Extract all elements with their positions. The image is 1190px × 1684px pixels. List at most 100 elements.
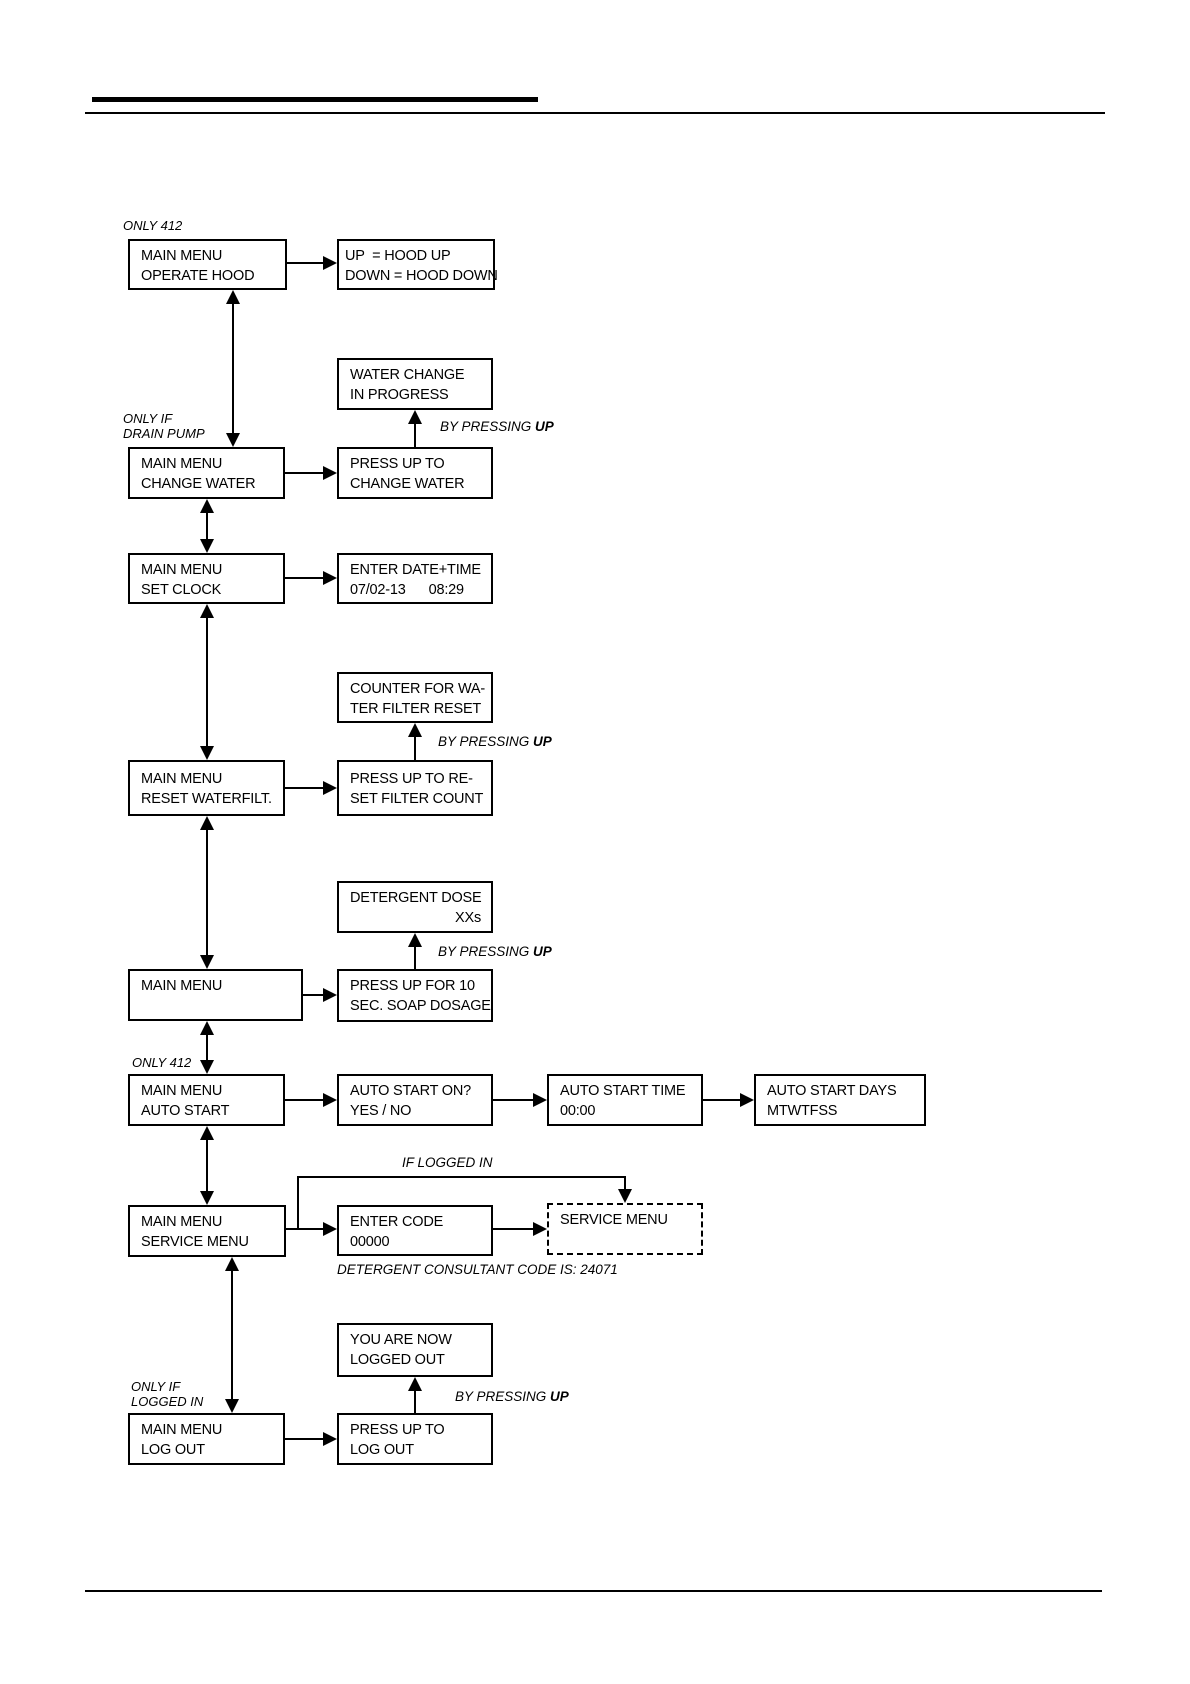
scroll-arrow-1-down-head bbox=[226, 433, 240, 447]
arrow-service-menu-1-head bbox=[323, 1222, 337, 1236]
box-hood-up-down-display: UP = HOOD UP DOWN = HOOD DOWN bbox=[337, 239, 498, 290]
box-line: RESET WATERFILT. bbox=[141, 791, 272, 807]
scroll-arrow-1-line bbox=[232, 302, 234, 435]
scroll-arrow-4-down-head bbox=[200, 955, 214, 969]
arrow-operate-hood-line bbox=[287, 262, 323, 264]
bypass-arrow-head bbox=[618, 1189, 632, 1203]
box-line: ENTER DATE+TIME bbox=[350, 562, 481, 578]
label-by-pressing-up-4: BY PRESSING UP bbox=[455, 1389, 569, 1405]
box-line: MAIN MENU bbox=[141, 1214, 223, 1230]
scroll-arrow-6-down-head bbox=[200, 1191, 214, 1205]
footer-rule bbox=[85, 1590, 1102, 1592]
box-line: DETERGENT DOSE bbox=[350, 890, 482, 906]
box-line: COUNTER FOR WA- bbox=[350, 681, 486, 697]
box-line: MAIN MENU bbox=[141, 978, 223, 994]
label-text: BY PRESSING bbox=[455, 1389, 551, 1404]
box-line: TER FILTER RESET bbox=[350, 701, 482, 717]
box-detergent-dose: DETERGENT DOSE XXs bbox=[337, 881, 493, 933]
scroll-arrow-3-line bbox=[206, 616, 208, 748]
box-line: SERVICE MENU bbox=[560, 1212, 668, 1228]
box-main-menu-auto-start: MAIN MENU AUTO START bbox=[128, 1074, 285, 1126]
box-line: MAIN MENU bbox=[141, 456, 223, 472]
label-by-pressing-up-2: BY PRESSING UP bbox=[438, 734, 552, 750]
box-press-up-log-out: PRESS UP TO LOG OUT bbox=[337, 1413, 493, 1465]
box-auto-start-time: AUTO START TIME 00:00 bbox=[547, 1074, 703, 1126]
box-enter-date-time: ENTER DATE+TIME 07/02-13 08:29 bbox=[337, 553, 493, 604]
box-main-menu-reset-waterfilt: MAIN MENU RESET WATERFILT. bbox=[128, 760, 285, 816]
label-text: BY PRESSING bbox=[438, 734, 534, 749]
scroll-arrow-4-up-head bbox=[200, 816, 214, 830]
box-auto-start-days: AUTO START DAYS MTWTFSS bbox=[754, 1074, 926, 1126]
label-text: LOGGED IN bbox=[131, 1393, 204, 1409]
arrow-auto-start-3-line bbox=[703, 1099, 740, 1101]
box-main-menu-service-menu: MAIN MENU SERVICE MENU bbox=[128, 1205, 286, 1257]
scroll-arrow-5-up-head bbox=[200, 1021, 214, 1035]
box-line: MAIN MENU bbox=[141, 1422, 223, 1438]
scroll-arrow-3-up-head bbox=[200, 604, 214, 618]
box-line: ENTER CODE bbox=[350, 1214, 444, 1230]
label-up-bold: UP bbox=[535, 419, 554, 434]
press-up-arrow-1-head bbox=[408, 410, 422, 424]
box-line: OPERATE HOOD bbox=[141, 268, 255, 284]
label-text: BY PRESSING bbox=[440, 419, 536, 434]
box-line: MTWTFSS bbox=[767, 1103, 838, 1119]
scroll-arrow-7-down-head bbox=[225, 1399, 239, 1413]
arrow-set-clock-line bbox=[285, 577, 323, 579]
arrow-operate-hood-head bbox=[323, 256, 337, 270]
label-if-logged-in: IF LOGGED IN bbox=[402, 1155, 493, 1170]
label-only-412-autostart: ONLY 412 bbox=[132, 1055, 192, 1070]
scroll-arrow-5-line bbox=[206, 1033, 208, 1062]
box-line: PRESS UP FOR 10 bbox=[350, 978, 475, 994]
label-only-412-hood: ONLY 412 bbox=[123, 218, 183, 233]
box-line: SET CLOCK bbox=[141, 582, 222, 598]
box-line: 07/02-13 08:29 bbox=[350, 582, 464, 598]
arrow-service-menu-2-line bbox=[493, 1228, 533, 1230]
bypass-drop-line bbox=[624, 1176, 626, 1190]
label-text: ONLY IF bbox=[131, 1379, 181, 1394]
box-line: YOU ARE NOW bbox=[350, 1332, 452, 1348]
box-line: AUTO START TIME bbox=[560, 1083, 686, 1099]
box-line: UP = HOOD UP bbox=[345, 248, 451, 264]
arrow-auto-start-1-head bbox=[323, 1093, 337, 1107]
scroll-arrow-4-line bbox=[206, 828, 208, 957]
bypass-stub-line bbox=[297, 1177, 299, 1229]
label-text: BY PRESSING bbox=[438, 944, 534, 959]
box-main-menu-operate-hood: MAIN MENU OPERATE HOOD bbox=[128, 239, 287, 290]
box-line: PRESS UP TO bbox=[350, 1422, 445, 1438]
box-line: MAIN MENU bbox=[141, 562, 223, 578]
label-by-pressing-up-3: BY PRESSING UP bbox=[438, 944, 552, 960]
scroll-arrow-2-up-head bbox=[200, 499, 214, 513]
box-line: IN PROGRESS bbox=[350, 387, 449, 403]
press-up-arrow-3-head bbox=[408, 933, 422, 947]
box-line: AUTO START bbox=[141, 1103, 230, 1119]
box-press-up-reset-filter: PRESS UP TO RE- SET FILTER COUNT bbox=[337, 760, 493, 816]
box-line: MAIN MENU bbox=[141, 1083, 223, 1099]
press-up-arrow-2-line bbox=[414, 735, 416, 760]
box-press-up-change-water: PRESS UP TO CHANGE WATER bbox=[337, 447, 493, 499]
box-auto-start-on: AUTO START ON? YES / NO bbox=[337, 1074, 493, 1126]
label-up-bold: UP bbox=[533, 944, 552, 959]
scroll-arrow-7-up-head bbox=[225, 1257, 239, 1271]
arrow-set-clock-head bbox=[323, 571, 337, 585]
scroll-arrow-6-line bbox=[206, 1138, 208, 1193]
box-logged-out-message: YOU ARE NOW LOGGED OUT bbox=[337, 1323, 493, 1377]
arrow-service-menu-1-line bbox=[286, 1228, 323, 1230]
scroll-arrow-3-down-head bbox=[200, 746, 214, 760]
header-thick-bar bbox=[92, 97, 538, 102]
box-line: SERVICE MENU bbox=[141, 1234, 249, 1250]
press-up-arrow-1-line bbox=[414, 422, 416, 447]
box-line: MAIN MENU bbox=[141, 771, 223, 787]
box-line: LOG OUT bbox=[141, 1442, 205, 1458]
scroll-arrow-2-down-head bbox=[200, 539, 214, 553]
label-text: ONLY IF bbox=[123, 411, 173, 426]
press-up-arrow-4-head bbox=[408, 1377, 422, 1391]
box-line: PRESS UP TO bbox=[350, 456, 445, 472]
scroll-arrow-7-line bbox=[231, 1269, 233, 1401]
box-line: AUTO START ON? bbox=[350, 1083, 472, 1099]
label-up-bold: UP bbox=[533, 734, 552, 749]
box-line: CHANGE WATER bbox=[141, 476, 256, 492]
label-text: DRAIN PUMP bbox=[123, 425, 205, 441]
box-line: DOWN = HOOD DOWN bbox=[345, 268, 498, 284]
